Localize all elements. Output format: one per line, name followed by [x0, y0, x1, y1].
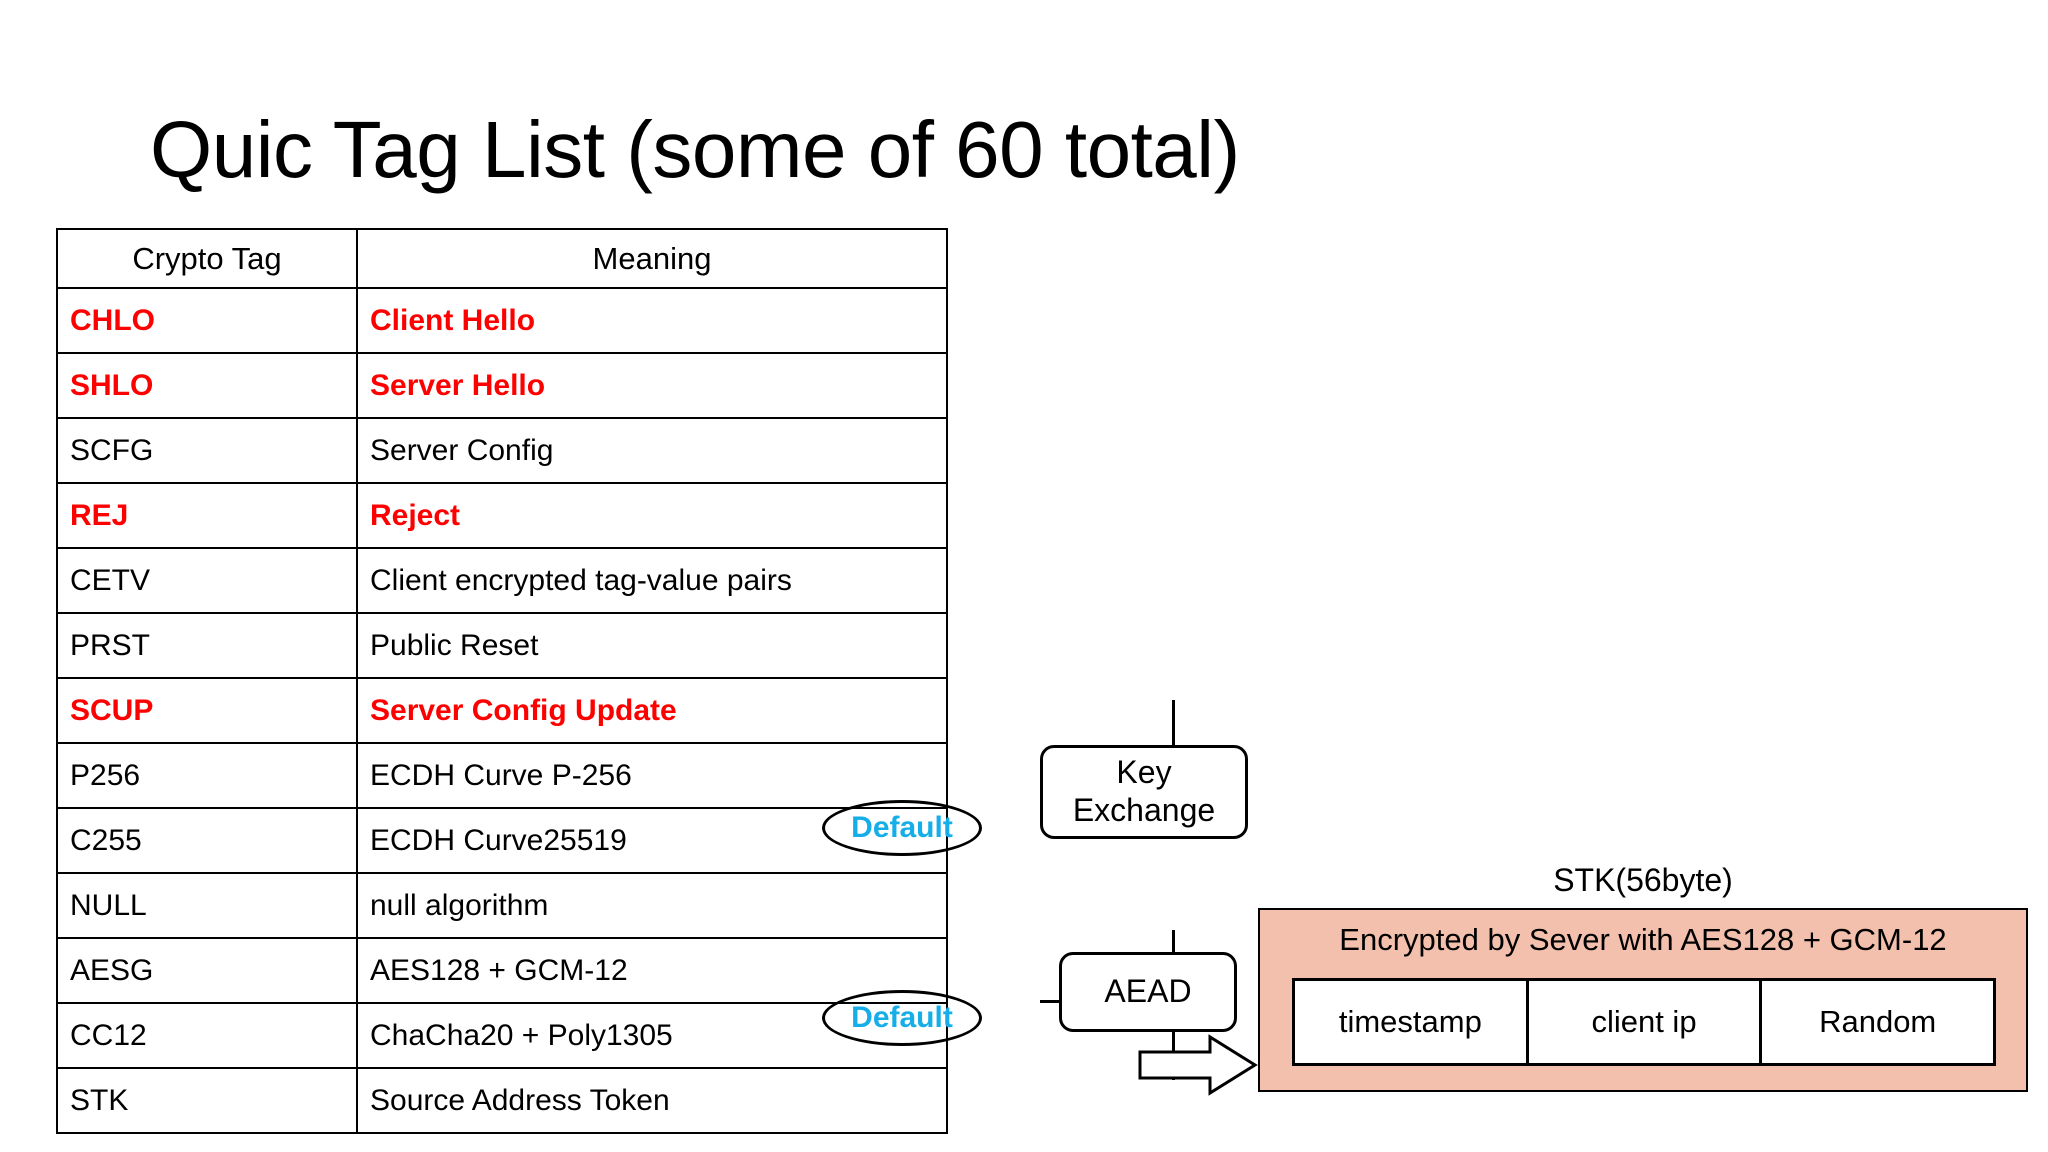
- cell-meaning: Server Config: [356, 417, 948, 484]
- stk-field: client ip: [1525, 978, 1763, 1066]
- callout-key-exchange: Key Exchange: [1040, 745, 1248, 839]
- cell-crypto-tag: CHLO: [56, 287, 358, 354]
- cell-crypto-tag: SCFG: [56, 417, 358, 484]
- cell-meaning: Reject: [356, 482, 948, 549]
- cell-crypto-tag: P256: [56, 742, 358, 809]
- cell-meaning: Server Config Update: [356, 677, 948, 744]
- callout-aead: AEAD: [1059, 952, 1237, 1032]
- stk-field: timestamp: [1292, 978, 1529, 1066]
- stk-panel-title: Encrypted by Sever with AES128 + GCM-12: [1339, 922, 1947, 957]
- stk-caption: STK(56byte): [1553, 862, 1733, 898]
- cell-meaning: Client encrypted tag-value pairs: [356, 547, 948, 614]
- cell-crypto-tag: C255: [56, 807, 358, 874]
- cell-crypto-tag: SCUP: [56, 677, 358, 744]
- table-header-row: Crypto Tag Meaning: [56, 228, 948, 289]
- cell-meaning: Client Hello: [356, 287, 948, 354]
- column-header-meaning: Meaning: [356, 228, 948, 289]
- cell-crypto-tag: STK: [56, 1067, 358, 1134]
- cell-meaning: AES128 + GCM-12: [356, 937, 948, 1004]
- cell-meaning: Server Hello: [356, 352, 948, 419]
- default-badge-cc12: Default: [822, 990, 982, 1046]
- stk-panel: Encrypted by Sever with AES128 + GCM-12 …: [1258, 908, 2028, 1092]
- page-title: Quic Tag List (some of 60 total): [150, 105, 1240, 194]
- cell-crypto-tag: CETV: [56, 547, 358, 614]
- cell-meaning: Public Reset: [356, 612, 948, 679]
- cell-crypto-tag: SHLO: [56, 352, 358, 419]
- default-badge-c255: Default: [822, 800, 982, 856]
- column-header-crypto-tag: Crypto Tag: [56, 228, 358, 289]
- cell-crypto-tag: REJ: [56, 482, 358, 549]
- cell-crypto-tag: PRST: [56, 612, 358, 679]
- cell-crypto-tag: CC12: [56, 1002, 358, 1069]
- cell-meaning: ECDH Curve P-256: [356, 742, 948, 809]
- block-arrow-icon: [1138, 1034, 1258, 1096]
- cell-meaning: Source Address Token: [356, 1067, 948, 1134]
- cell-crypto-tag: NULL: [56, 872, 358, 939]
- stk-field: Random: [1759, 978, 1997, 1066]
- cell-meaning: null algorithm: [356, 872, 948, 939]
- cell-crypto-tag: AESG: [56, 937, 358, 1004]
